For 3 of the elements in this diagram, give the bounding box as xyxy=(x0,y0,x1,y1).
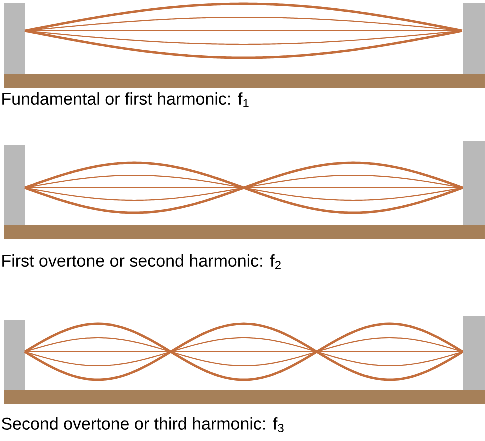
caption: Second overtone or third harmonic: f$_{3}$ xyxy=(2,417,284,432)
caption: Fundamental or first harmonic: f$_{1}$ xyxy=(2,92,249,108)
caption: First overtone or second harmonic: f$_{2}$ xyxy=(2,254,281,270)
